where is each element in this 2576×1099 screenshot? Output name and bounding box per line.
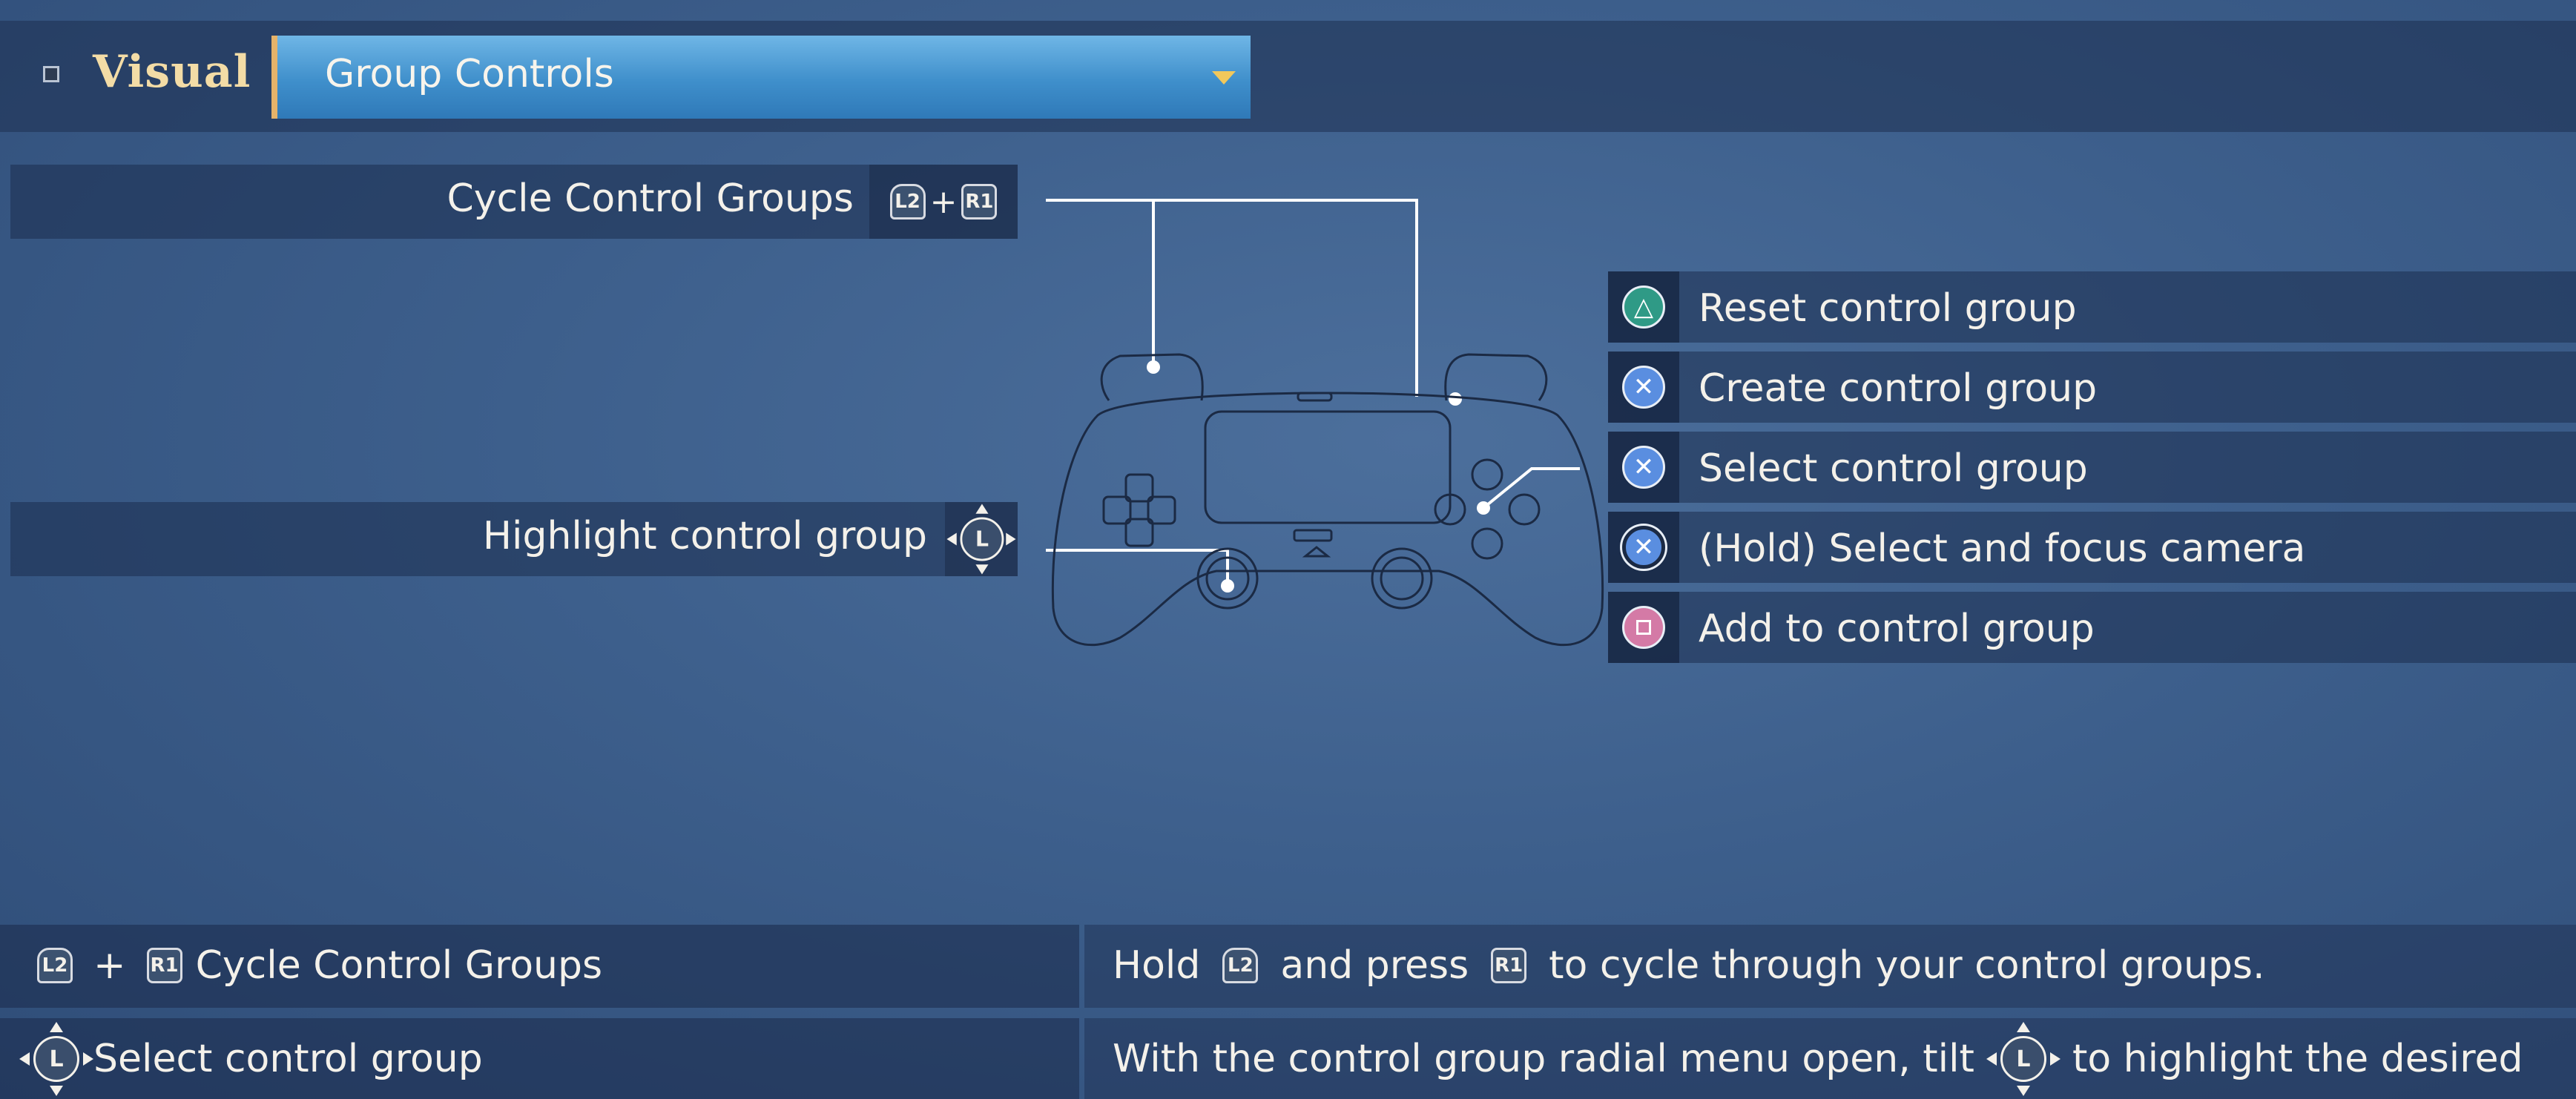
desc-text: Hold xyxy=(1113,943,1201,988)
category-indicator-icon xyxy=(43,66,59,82)
cross-hold-button-icon: ✕ xyxy=(1622,526,1665,569)
desc-text: With the control group radial menu open,… xyxy=(1113,1037,1974,1081)
bottom-desc-row-2 xyxy=(1084,1018,2576,1099)
plus-sign: + xyxy=(929,182,958,221)
highlight-group-stick: L xyxy=(945,502,1018,576)
bottom-description-2: With the control group radial menu open,… xyxy=(1113,1022,2523,1096)
l2-button-icon: L2 xyxy=(37,948,73,983)
cycle-groups-label: Cycle Control Groups xyxy=(447,176,854,221)
r1-button-icon: R1 xyxy=(146,948,182,983)
action-row xyxy=(1608,271,2576,343)
bottom-title-text: Select control group xyxy=(93,1037,483,1081)
action-label: Create control group xyxy=(1699,366,2098,411)
bottom-title-text: Cycle Control Groups xyxy=(195,943,603,988)
category-label: Visual xyxy=(93,46,251,98)
r1-button-icon: R1 xyxy=(1491,948,1527,983)
bottom-desc-row-1 xyxy=(1084,925,2576,1008)
left-stick-directional-icon: L xyxy=(1986,1022,2061,1096)
l2-button-icon: L2 xyxy=(889,184,926,220)
desc-text: and press xyxy=(1280,943,1469,988)
action-label: Reset control group xyxy=(1699,286,2077,331)
cross-button-icon: ✕ xyxy=(1622,366,1665,409)
action-icon-box xyxy=(1608,592,1679,663)
l2-button-icon: L2 xyxy=(1222,948,1259,983)
r1-button-icon: R1 xyxy=(961,184,998,220)
action-row xyxy=(1608,352,2576,423)
action-icon-box: ✕ xyxy=(1608,512,1679,583)
bottom-control-row-2 xyxy=(0,1018,1079,1099)
action-label: (Hold) Select and focus camera xyxy=(1699,527,2306,571)
bottom-description-1: Hold L2 and press R1 to cycle through yo… xyxy=(1113,943,2265,988)
cross-button-icon: ✕ xyxy=(1622,446,1665,489)
leader-line-r1 xyxy=(1046,199,1418,397)
cycle-groups-label-row xyxy=(10,165,869,239)
action-icon-box: △ xyxy=(1608,271,1679,343)
action-row xyxy=(1608,512,2576,583)
left-stick-directional-icon: L xyxy=(946,504,1016,575)
chevron-down-icon[interactable] xyxy=(1212,71,1236,85)
action-row xyxy=(1608,592,2576,663)
bottom-control-title-2: L Select control group xyxy=(19,1022,483,1096)
highlight-group-label: Highlight control group xyxy=(482,514,927,558)
controls-dropdown[interactable] xyxy=(271,36,1251,119)
highlight-group-label-row xyxy=(10,502,945,576)
left-stick-directional-icon: L xyxy=(19,1022,93,1096)
leader-line-left-stick xyxy=(1046,549,1229,586)
triangle-button-icon: △ xyxy=(1622,286,1665,329)
plus-sign: + xyxy=(93,943,126,988)
leader-line-face-buttons xyxy=(1482,467,1580,509)
action-label: Add to control group xyxy=(1699,607,2095,651)
bottom-control-title-1: L2 + R1 Cycle Control Groups xyxy=(37,943,602,988)
square-button-icon xyxy=(1622,606,1665,649)
action-icon-box: ✕ xyxy=(1608,432,1679,503)
desc-text: to cycle through your control groups. xyxy=(1549,943,2265,988)
dropdown-selected-value: Group Controls xyxy=(325,52,614,96)
action-label: Select control group xyxy=(1699,446,2088,491)
action-icon-box: ✕ xyxy=(1608,352,1679,423)
desc-text: to highlight the desired xyxy=(2072,1037,2523,1081)
cycle-groups-keys: L2 + R1 xyxy=(869,165,1018,239)
action-row xyxy=(1608,432,2576,503)
